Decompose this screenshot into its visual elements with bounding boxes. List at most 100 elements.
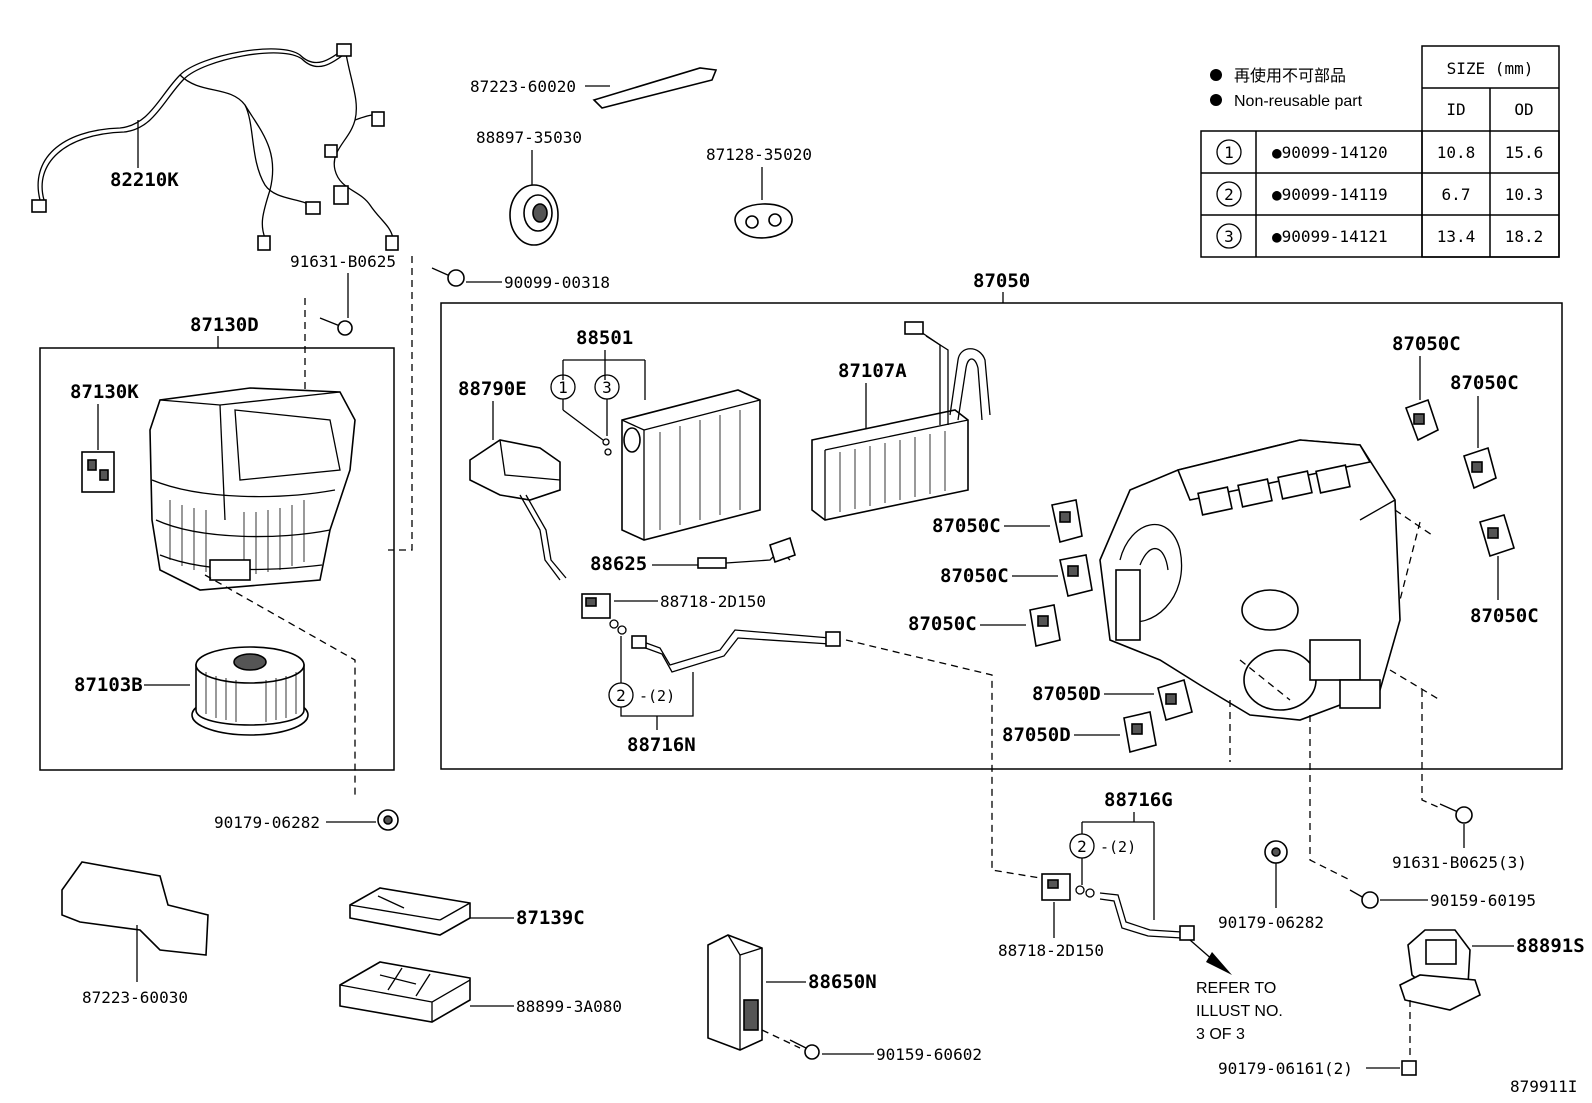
part-label-90159-60602: 90159-60602 xyxy=(876,1045,982,1064)
actuator-icon xyxy=(1463,446,1497,490)
insulator-icon xyxy=(61,861,209,956)
callout-2: 2 -(2) xyxy=(608,682,675,708)
svg-text:1: 1 xyxy=(558,378,568,397)
part-label-87050C-2: 87050C xyxy=(1450,372,1519,394)
svg-text:2: 2 xyxy=(616,686,626,705)
actuator-icon xyxy=(1051,499,1083,543)
bolt-icon xyxy=(319,317,353,336)
part-label-87050C-6: 87050C xyxy=(908,613,977,635)
part-label-88897-35030: 88897-35030 xyxy=(476,128,582,147)
screw-icon xyxy=(1349,889,1379,909)
actuator-icon xyxy=(1157,678,1193,722)
part-label-88790E: 88790E xyxy=(458,378,527,400)
row-part-number: ●90099-14120 xyxy=(1272,143,1388,162)
part-label-88899-3A080: 88899-3A080 xyxy=(516,997,622,1016)
refer-line-3: 3 OF 3 xyxy=(1196,1026,1245,1043)
nut-icon xyxy=(1401,1060,1417,1076)
size-header: SIZE (mm) xyxy=(1447,59,1534,78)
non-reusable-dot-icon xyxy=(1210,69,1222,81)
blower-housing-illustration xyxy=(149,387,356,591)
heater-core-icon xyxy=(811,321,991,521)
legend-table: 再使用不可部品 Non-reusable part SIZE (mm) ID O… xyxy=(1200,45,1560,258)
hvac-housing-illustration xyxy=(1099,439,1401,721)
svg-text:-(2): -(2) xyxy=(639,687,675,705)
thermistor-icon xyxy=(697,536,796,569)
ac-unit-assembly-box xyxy=(440,302,1563,770)
row-index: 1 xyxy=(1224,143,1234,162)
row-part-number: ●90099-14121 xyxy=(1272,227,1388,246)
part-label-90099-00318: 90099-00318 xyxy=(504,273,610,292)
blower-resistor-icon xyxy=(81,451,115,493)
legend-row-1: 1 ●90099-14120 10.8 15.6 xyxy=(1216,139,1544,165)
bolt-icon xyxy=(1439,803,1473,824)
id-header: ID xyxy=(1446,100,1465,119)
bolt-icon xyxy=(431,267,465,287)
row-index: 2 xyxy=(1224,185,1234,204)
part-label-87223-60020: 87223-60020 xyxy=(470,77,576,96)
part-label-90179-06161-2: 90179-06161(2) xyxy=(1218,1059,1353,1078)
valve-block-icon xyxy=(1041,873,1071,901)
part-label-88891S: 88891S xyxy=(1516,935,1585,957)
actuator-icon xyxy=(1059,554,1093,597)
part-label-87130K: 87130K xyxy=(70,381,139,403)
part-label-87107A: 87107A xyxy=(838,360,907,382)
row-od: 15.6 xyxy=(1505,143,1544,162)
row-id: 6.7 xyxy=(1442,185,1471,204)
legend-jp-text: 再使用不可部品 xyxy=(1234,66,1346,85)
part-label-88501: 88501 xyxy=(576,327,633,349)
svg-text:-(2): -(2) xyxy=(1100,838,1136,856)
callout-1: 1 xyxy=(550,374,576,400)
air-filter-icon xyxy=(349,887,471,936)
part-label-88625: 88625 xyxy=(590,553,647,575)
nut-icon xyxy=(377,809,399,831)
part-label-91631-B0625: 91631-B0625 xyxy=(290,252,396,271)
part-label-82210K: 82210K xyxy=(110,169,179,191)
refer-line-2: ILLUST NO. xyxy=(1196,1003,1283,1020)
refer-line-1: REFER TO xyxy=(1196,980,1276,997)
row-id: 13.4 xyxy=(1437,227,1476,246)
svg-text:3: 3 xyxy=(602,378,612,397)
row-id: 10.8 xyxy=(1437,143,1476,162)
part-label-88718-2D150-upper: 88718-2D150 xyxy=(660,592,766,611)
part-label-87130D: 87130D xyxy=(190,314,259,336)
row-part-number: ●90099-14119 xyxy=(1272,185,1388,204)
grommet-double-icon xyxy=(734,203,793,239)
valve-block-icon xyxy=(581,593,611,619)
row-od: 18.2 xyxy=(1505,227,1544,246)
illustration-number: 879911I xyxy=(1510,1077,1577,1096)
part-label-90179-06282-left: 90179-06282 xyxy=(214,813,320,832)
part-label-87050D-1: 87050D xyxy=(1032,683,1101,705)
part-label-88718-2D150-lower: 88718-2D150 xyxy=(998,941,1104,960)
legend-en-text: Non-reusable part xyxy=(1234,93,1363,110)
wire-harness-illustration xyxy=(31,43,399,251)
actuator-icon xyxy=(1404,398,1439,442)
part-label-91631-B0625-3: 91631-B0625(3) xyxy=(1392,853,1527,872)
expansion-valve-icon xyxy=(469,439,567,581)
air-filter-icon xyxy=(339,961,471,1023)
part-label-88650N: 88650N xyxy=(808,971,877,993)
part-label-88716G: 88716G xyxy=(1104,789,1173,811)
legend-row-3: 3 ●90099-14121 13.4 18.2 xyxy=(1216,223,1544,249)
part-label-87223-60030: 87223-60030 xyxy=(82,988,188,1007)
actuator-icon xyxy=(1123,711,1157,753)
part-label-87050D-2: 87050D xyxy=(1002,724,1071,746)
ac-amplifier-icon xyxy=(707,934,763,1051)
sensor-motor-icon xyxy=(1399,929,1481,1011)
row-index: 3 xyxy=(1224,227,1234,246)
part-label-87139C: 87139C xyxy=(516,907,585,929)
part-label-87050C-4: 87050C xyxy=(932,515,1001,537)
row-od: 10.3 xyxy=(1505,185,1544,204)
part-label-90159-60195: 90159-60195 xyxy=(1430,891,1536,910)
svg-text:2: 2 xyxy=(1077,837,1087,856)
actuator-icon xyxy=(1479,514,1515,558)
actuator-icon xyxy=(1029,604,1061,647)
part-label-87050: 87050 xyxy=(973,270,1030,292)
grommet-icon xyxy=(509,184,559,246)
od-header: OD xyxy=(1514,100,1533,119)
screw-icon xyxy=(789,1039,820,1060)
blower-assembly-box xyxy=(39,347,395,771)
refer-arrow-icon xyxy=(1206,952,1232,975)
part-label-87050C-5: 87050C xyxy=(940,565,1009,587)
